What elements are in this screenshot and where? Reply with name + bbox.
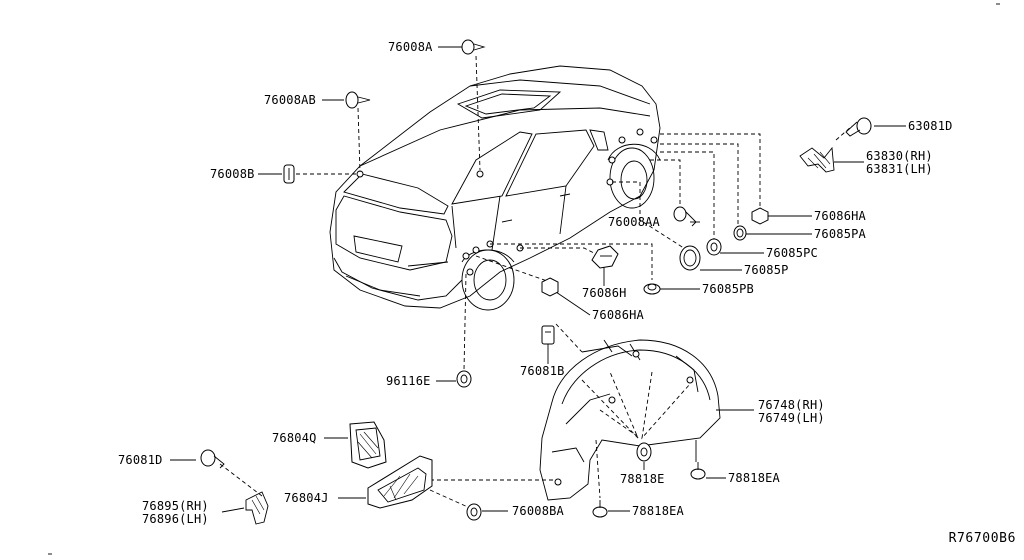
part-grommet-76085pa xyxy=(733,225,747,241)
callout-78818ea-right: 78818EA xyxy=(728,471,780,485)
callout-76085pb: 76085PB xyxy=(702,282,754,296)
leader-lines xyxy=(170,46,906,513)
callout-76895: 76895(RH) 76896(LH) xyxy=(142,500,209,526)
callout-63081d: 63081D xyxy=(908,119,953,133)
callout-76748: 76748(RH) 76749(LH) xyxy=(758,399,825,425)
part-clip-78818e xyxy=(636,442,652,462)
callout-63830-rh: 63830(RH) xyxy=(866,149,933,163)
callout-76086ha-top: 76086HA xyxy=(814,209,866,223)
callout-63831-lh: 63831(LH) xyxy=(866,162,933,176)
part-grommet-96116e xyxy=(456,370,472,388)
part-liner-76748 xyxy=(539,339,721,501)
callout-76008ba: 76008BA xyxy=(512,504,564,518)
callout-76895-rh: 76895(RH) xyxy=(142,499,209,513)
callout-76081d: 76081D xyxy=(118,453,163,467)
callout-63830: 63830(RH) 63831(LH) xyxy=(866,150,933,176)
part-clip-76008ab xyxy=(345,91,371,109)
part-clip-76008aa xyxy=(673,206,697,227)
callout-76008ab: 76008AB xyxy=(264,93,316,107)
callout-76804q: 76804Q xyxy=(272,431,317,445)
part-screw-63081d xyxy=(845,117,872,137)
part-cap-76085p xyxy=(679,245,701,271)
part-bracket-63830 xyxy=(799,146,835,173)
part-clip-76085pb xyxy=(643,283,661,295)
part-clip-76008a xyxy=(461,39,486,55)
part-clip-78818ea-bottom xyxy=(592,500,608,518)
callout-76085pc: 76085PC xyxy=(766,246,818,260)
part-hex-76086ha-mid xyxy=(541,277,559,297)
callout-76086h: 76086H xyxy=(582,286,627,300)
diagram-reference-code: R76700B6 xyxy=(948,531,1016,546)
callout-78818e: 78818E xyxy=(620,472,665,486)
part-clip-78818ea-right xyxy=(690,462,706,480)
part-grommet-76008b xyxy=(283,164,295,184)
part-grommet-76085pc xyxy=(706,238,722,256)
callout-76749-lh: 76749(LH) xyxy=(758,411,825,425)
callout-76085p: 76085P xyxy=(744,263,789,277)
callout-76804j: 76804J xyxy=(284,491,329,505)
callout-76086ha-mid: 76086HA xyxy=(592,308,644,322)
callout-76085pa: 76085PA xyxy=(814,227,866,241)
callout-96116e: 96116E xyxy=(386,374,431,388)
part-clip-76081b xyxy=(541,325,555,345)
part-bracket-76895 xyxy=(245,491,269,525)
callout-76748-rh: 76748(RH) xyxy=(758,398,825,412)
callout-76008aa: 76008AA xyxy=(608,215,660,229)
callout-78818ea-bottom: 78818EA xyxy=(632,504,684,518)
part-screw-76081d xyxy=(200,449,225,469)
callout-76008a: 76008A xyxy=(388,40,433,54)
part-grommet-76008ba xyxy=(466,503,482,521)
part-guard-76804j xyxy=(367,455,433,509)
callout-76896-lh: 76896(LH) xyxy=(142,512,209,526)
vehicle-illustration xyxy=(329,65,661,311)
callout-76008b: 76008B xyxy=(210,167,255,181)
part-hex-76086ha-top xyxy=(751,207,769,225)
part-guard-76804q xyxy=(349,421,387,469)
part-hex-76086h xyxy=(591,245,619,269)
callout-76081b: 76081B xyxy=(520,364,565,378)
